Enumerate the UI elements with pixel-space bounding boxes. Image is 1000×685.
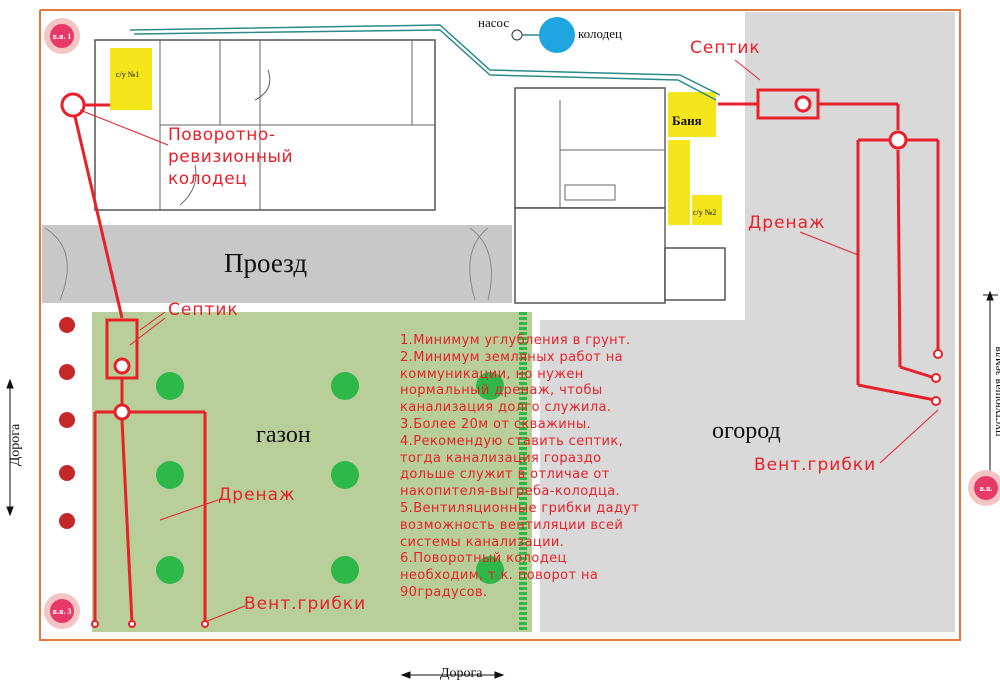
- vent-right-label: Вент.грибки: [754, 455, 877, 475]
- marker-vya-1: в.я. 1: [44, 18, 80, 54]
- revision-well-line2: ревизионный: [168, 147, 294, 167]
- marker-vya-3-label: в.я. 3: [50, 599, 74, 623]
- driveway: [42, 225, 512, 303]
- road-bottom-label: Дорога: [440, 666, 483, 681]
- leader-lines: [79, 59, 939, 623]
- marker-vya-3: в.я. 3: [44, 593, 80, 629]
- drainage-left-label: Дренаж: [218, 485, 296, 505]
- bathroom-1-label: с/у №1: [116, 70, 140, 79]
- sewage-nodes: [60, 92, 908, 421]
- bathroom-2-label: с/у №2: [693, 208, 717, 217]
- garden-area: [540, 320, 955, 632]
- vent-left-label: Вент.грибки: [244, 594, 367, 614]
- note-line: коммуникации, но нужен: [400, 366, 584, 382]
- note-line: 5.Вентиляционные грибки дадут: [400, 500, 640, 516]
- marker-vya-right: в.я.: [968, 470, 1000, 506]
- note-line: необходим, т.к. поворот на: [400, 568, 599, 584]
- marker-vya-right-label: в.я.: [974, 476, 998, 500]
- red-shrubs: [59, 317, 75, 529]
- road-left-label: Дорога: [8, 423, 23, 467]
- lawn-trees: [156, 372, 504, 584]
- revision-well-line1: Поворотно-: [168, 125, 276, 145]
- pump-label: насос: [478, 15, 510, 30]
- vent-caps: [91, 349, 943, 628]
- note-line: системы канализации.: [400, 534, 565, 550]
- gate-arcs: [44, 227, 492, 301]
- note-line: 3.Более 20м от скважины.: [400, 416, 592, 432]
- pump-icon: [511, 29, 523, 41]
- bathroom-2: [668, 140, 690, 225]
- note-line: 4.Рекомендую ставить септик,: [400, 433, 624, 449]
- design-notes: 1.Минимум углубления в грунт. 2.Минимум …: [400, 333, 730, 602]
- septik-top-label: Септик: [690, 38, 761, 58]
- garden-label: огород: [712, 418, 781, 444]
- water-well: [539, 17, 575, 53]
- bathroom-1: [110, 48, 152, 110]
- note-line: нормальный дренаж, чтобы: [400, 383, 603, 399]
- note-line: 2.Минимум земляных работ на: [400, 349, 624, 365]
- note-line: 1.Минимум углубления в грунт.: [400, 333, 631, 348]
- bathroom-2b: [692, 195, 722, 225]
- plot-boundary: [39, 9, 961, 641]
- note-line: 90градусов.: [400, 584, 488, 600]
- lawn-label: газон: [256, 422, 311, 448]
- note-line: возможность вентиляции всей: [400, 517, 624, 533]
- note-line: 6.Поворотный колодец: [400, 551, 567, 567]
- drainage-right-label: Дренаж: [748, 213, 826, 233]
- banya-label: Баня: [672, 113, 702, 128]
- banya-room: [668, 92, 716, 137]
- note-line: дольше служит в отличае от: [400, 467, 610, 483]
- house-walls: [159, 40, 666, 248]
- note-line: канализация долго служила.: [400, 400, 612, 416]
- vacant-land-label: пустующая земля: [990, 346, 1000, 437]
- marker-vya-1-label: в.я. 1: [50, 24, 74, 48]
- garden-area-upper: [745, 12, 955, 322]
- note-line: тогда канализация гораздо: [400, 450, 602, 466]
- driveway-label: Проезд: [224, 248, 308, 278]
- revision-well-line3: колодец: [168, 169, 248, 189]
- septik-left-label: Септик: [168, 300, 239, 320]
- note-line: накопителя-выгреба-колодца.: [400, 484, 621, 500]
- sewage-lines: [71, 88, 940, 624]
- well-label: колодец: [578, 26, 622, 41]
- road-arrows: [6, 290, 998, 679]
- revision-well-label: Поворотно- ревизионный колодец: [168, 124, 293, 190]
